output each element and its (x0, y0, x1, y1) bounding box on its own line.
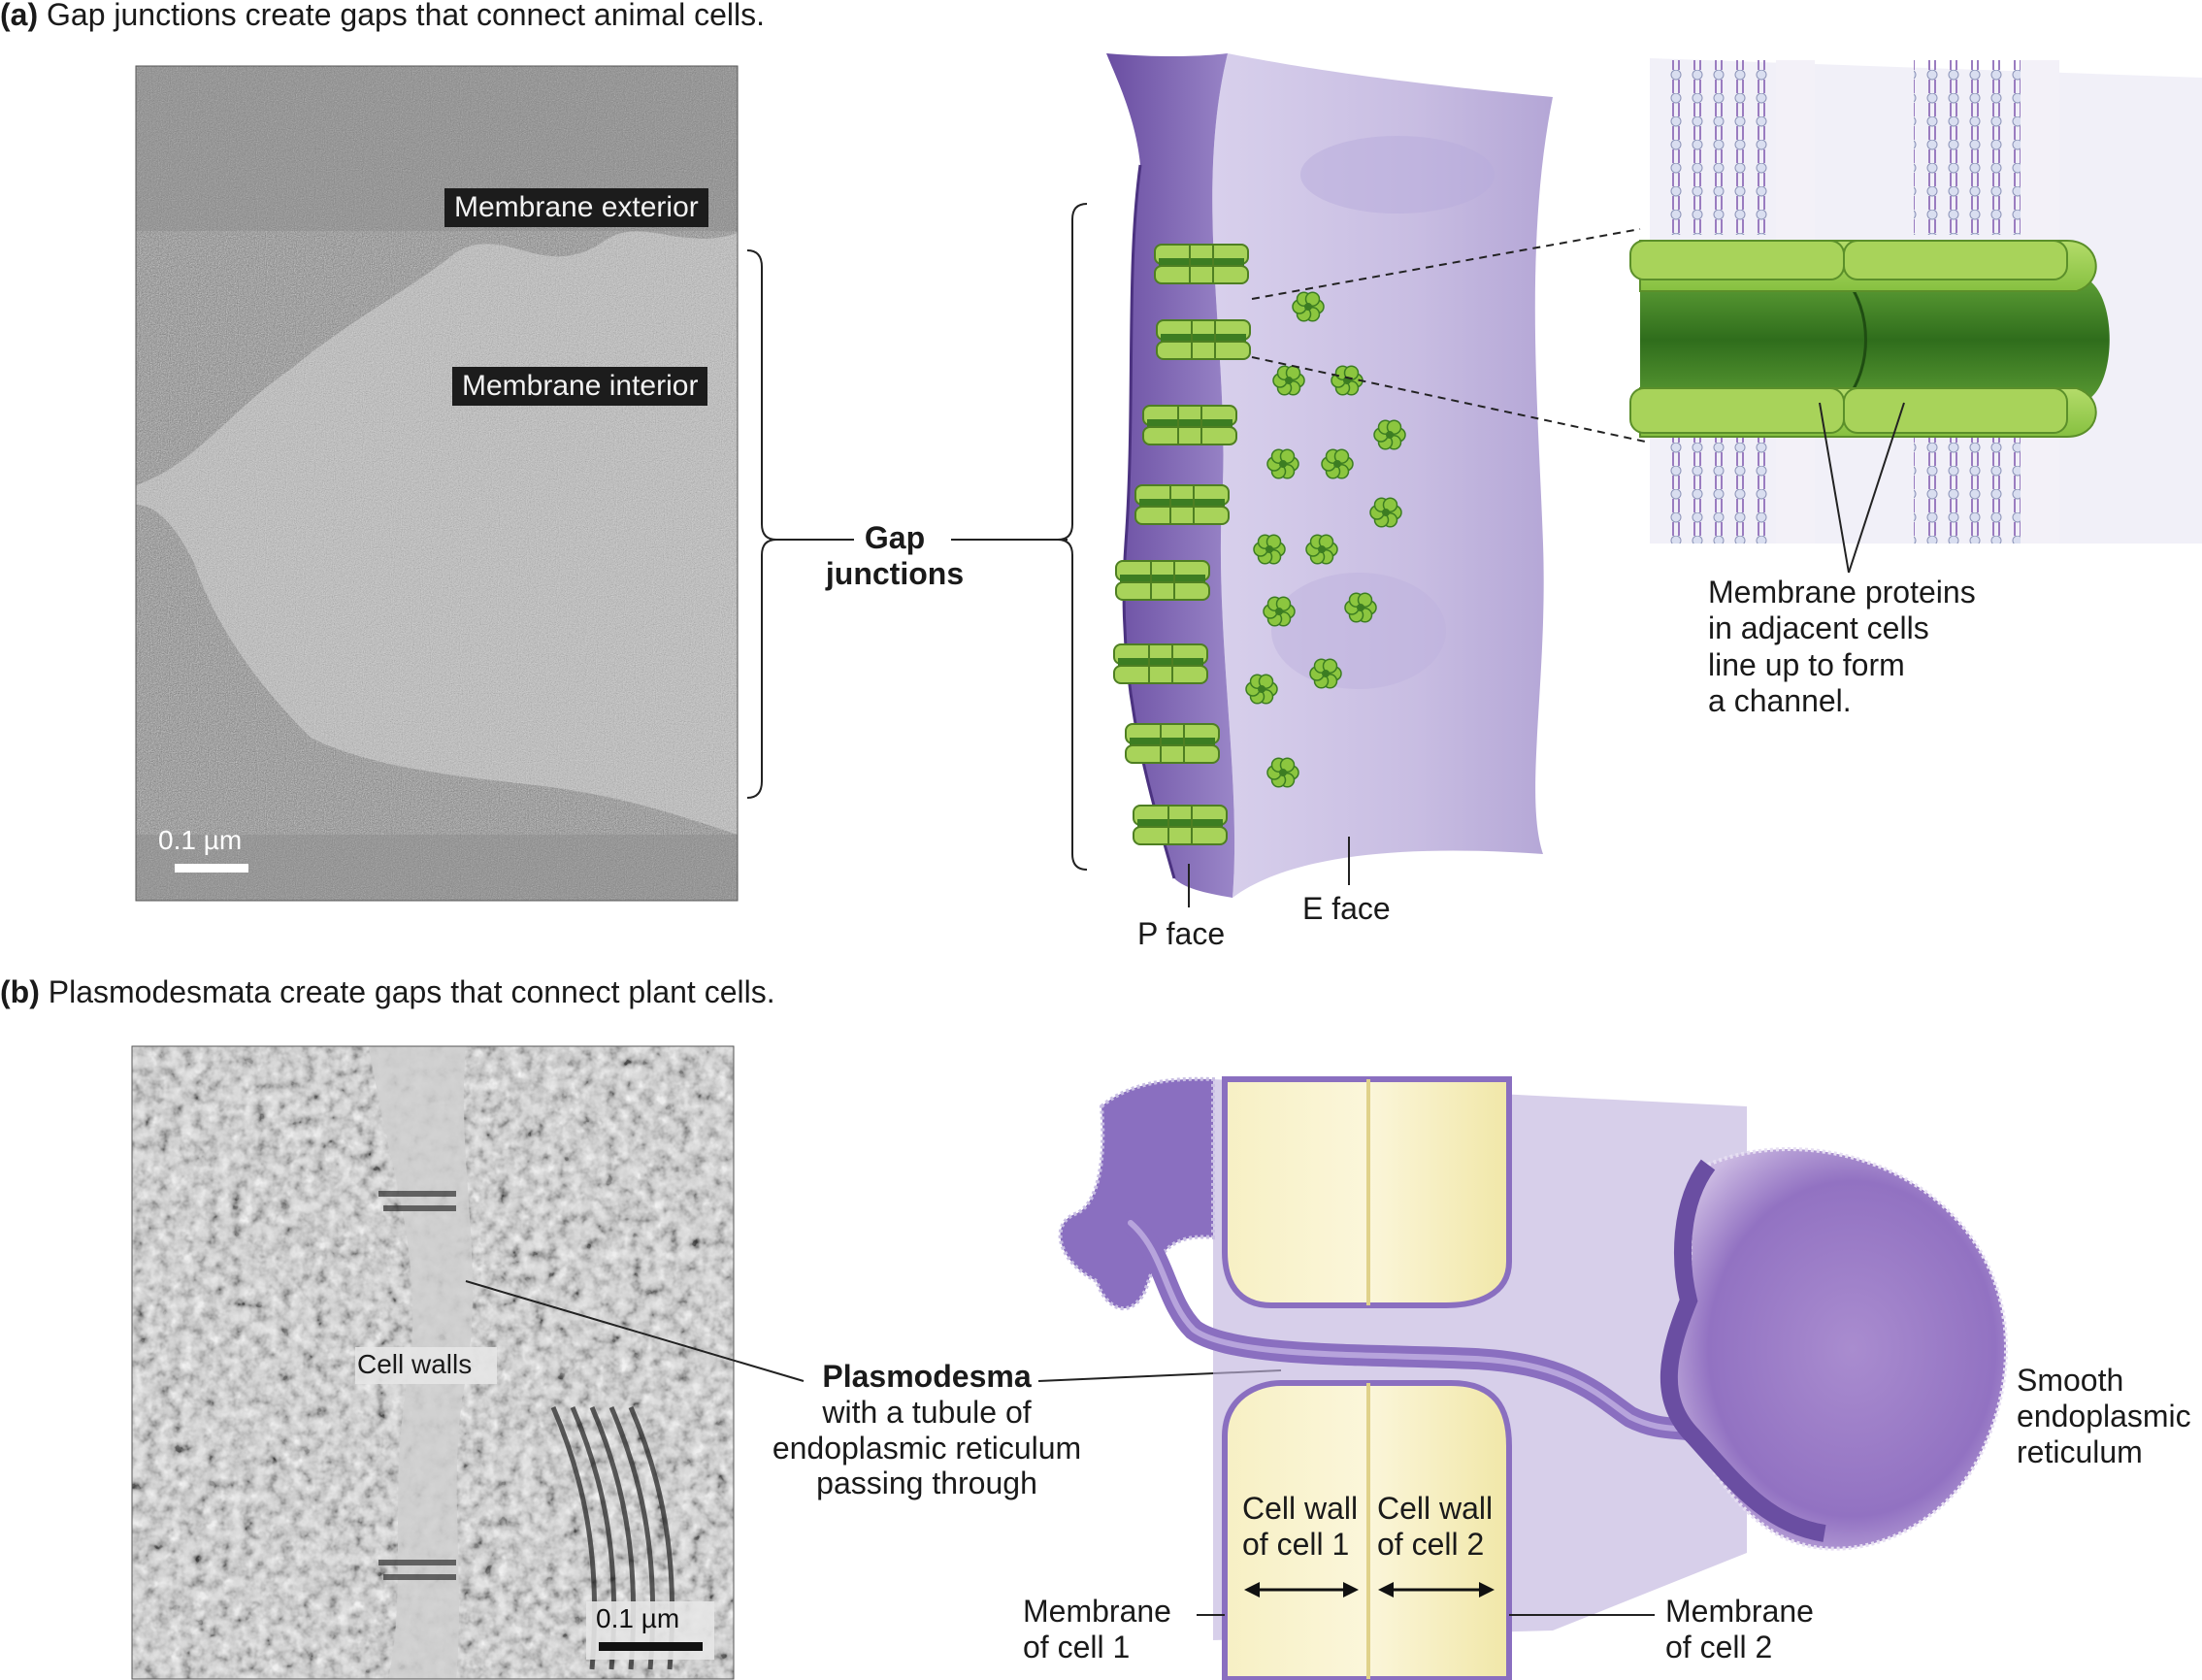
scale-label-b: 0.1 µm (596, 1603, 680, 1633)
protein-particle (1373, 419, 1406, 450)
protein-particle (1292, 291, 1325, 322)
connexon (1133, 805, 1228, 845)
plasmodesma-label: Plasmodesma with a tubule of endoplasmic… (772, 1359, 1082, 1501)
membrane-cell-1-label: Membrane of cell 1 (1023, 1594, 1171, 1664)
channel-zoom (1629, 58, 2202, 544)
cell-wall-1-label: Cell wall of cell 1 (1242, 1491, 1359, 1562)
p-face-label: P face (1137, 916, 1226, 951)
gap-bracket-right (1057, 203, 1088, 871)
connexon (1125, 723, 1220, 764)
connexon (1134, 484, 1230, 525)
connexon-rows (1113, 244, 1251, 845)
protein-particle (1272, 365, 1305, 396)
protein-leader-2 (1848, 402, 1905, 574)
membrane-cell-2-label: Membrane of cell 2 (1665, 1594, 1814, 1664)
smooth-er-label: Smooth endoplasmic reticulum (2017, 1363, 2191, 1469)
protein-particle (1344, 592, 1377, 623)
gap-bracket-left (746, 249, 777, 799)
protein-particle (1266, 448, 1299, 479)
protein-particle (1305, 534, 1338, 565)
membrane-interior-tag: Membrane interior (452, 367, 708, 406)
connexon (1154, 244, 1249, 284)
plasmodesma-leader-micrograph (465, 1280, 805, 1382)
zoom-line-top (1251, 228, 1641, 300)
protein-particle (1266, 757, 1299, 788)
panel-a-heading: (a) Gap junctions create gaps that conne… (0, 0, 765, 32)
membrane-proteins-label: Membrane proteins in adjacent cells line… (1708, 575, 1976, 719)
connexon (1113, 643, 1208, 684)
protein-particle (1309, 658, 1342, 689)
panel-b-heading: (b) Plasmodesmata create gaps that conne… (0, 974, 775, 1009)
scale-label-a: 0.1 µm (158, 825, 243, 855)
scale-bar-a (175, 864, 248, 873)
membrane-exterior-tag: Membrane exterior (444, 188, 708, 227)
plasmodesma-illustration (1058, 1076, 2008, 1680)
gap-junctions-label: Gap junctions (825, 520, 965, 591)
e-face-particles (1245, 291, 1406, 788)
connexon (1115, 560, 1210, 601)
connexon (1142, 405, 1237, 445)
scale-bar-b (599, 1642, 703, 1651)
connexon (1156, 319, 1251, 360)
e-face-label: E face (1302, 891, 1391, 926)
cell-wall-2-label: Cell wall of cell 2 (1377, 1491, 1494, 1562)
protein-particle (1263, 596, 1296, 627)
protein-particle (1253, 534, 1286, 565)
protein-particle (1369, 497, 1402, 528)
protein-leader-1 (1819, 402, 1850, 574)
cell-walls-label-bg (355, 1347, 497, 1384)
protein-particle (1321, 448, 1354, 479)
protein-particle (1245, 674, 1278, 705)
protein-particle (1331, 365, 1364, 396)
cell-walls-label: Cell walls (357, 1349, 473, 1379)
